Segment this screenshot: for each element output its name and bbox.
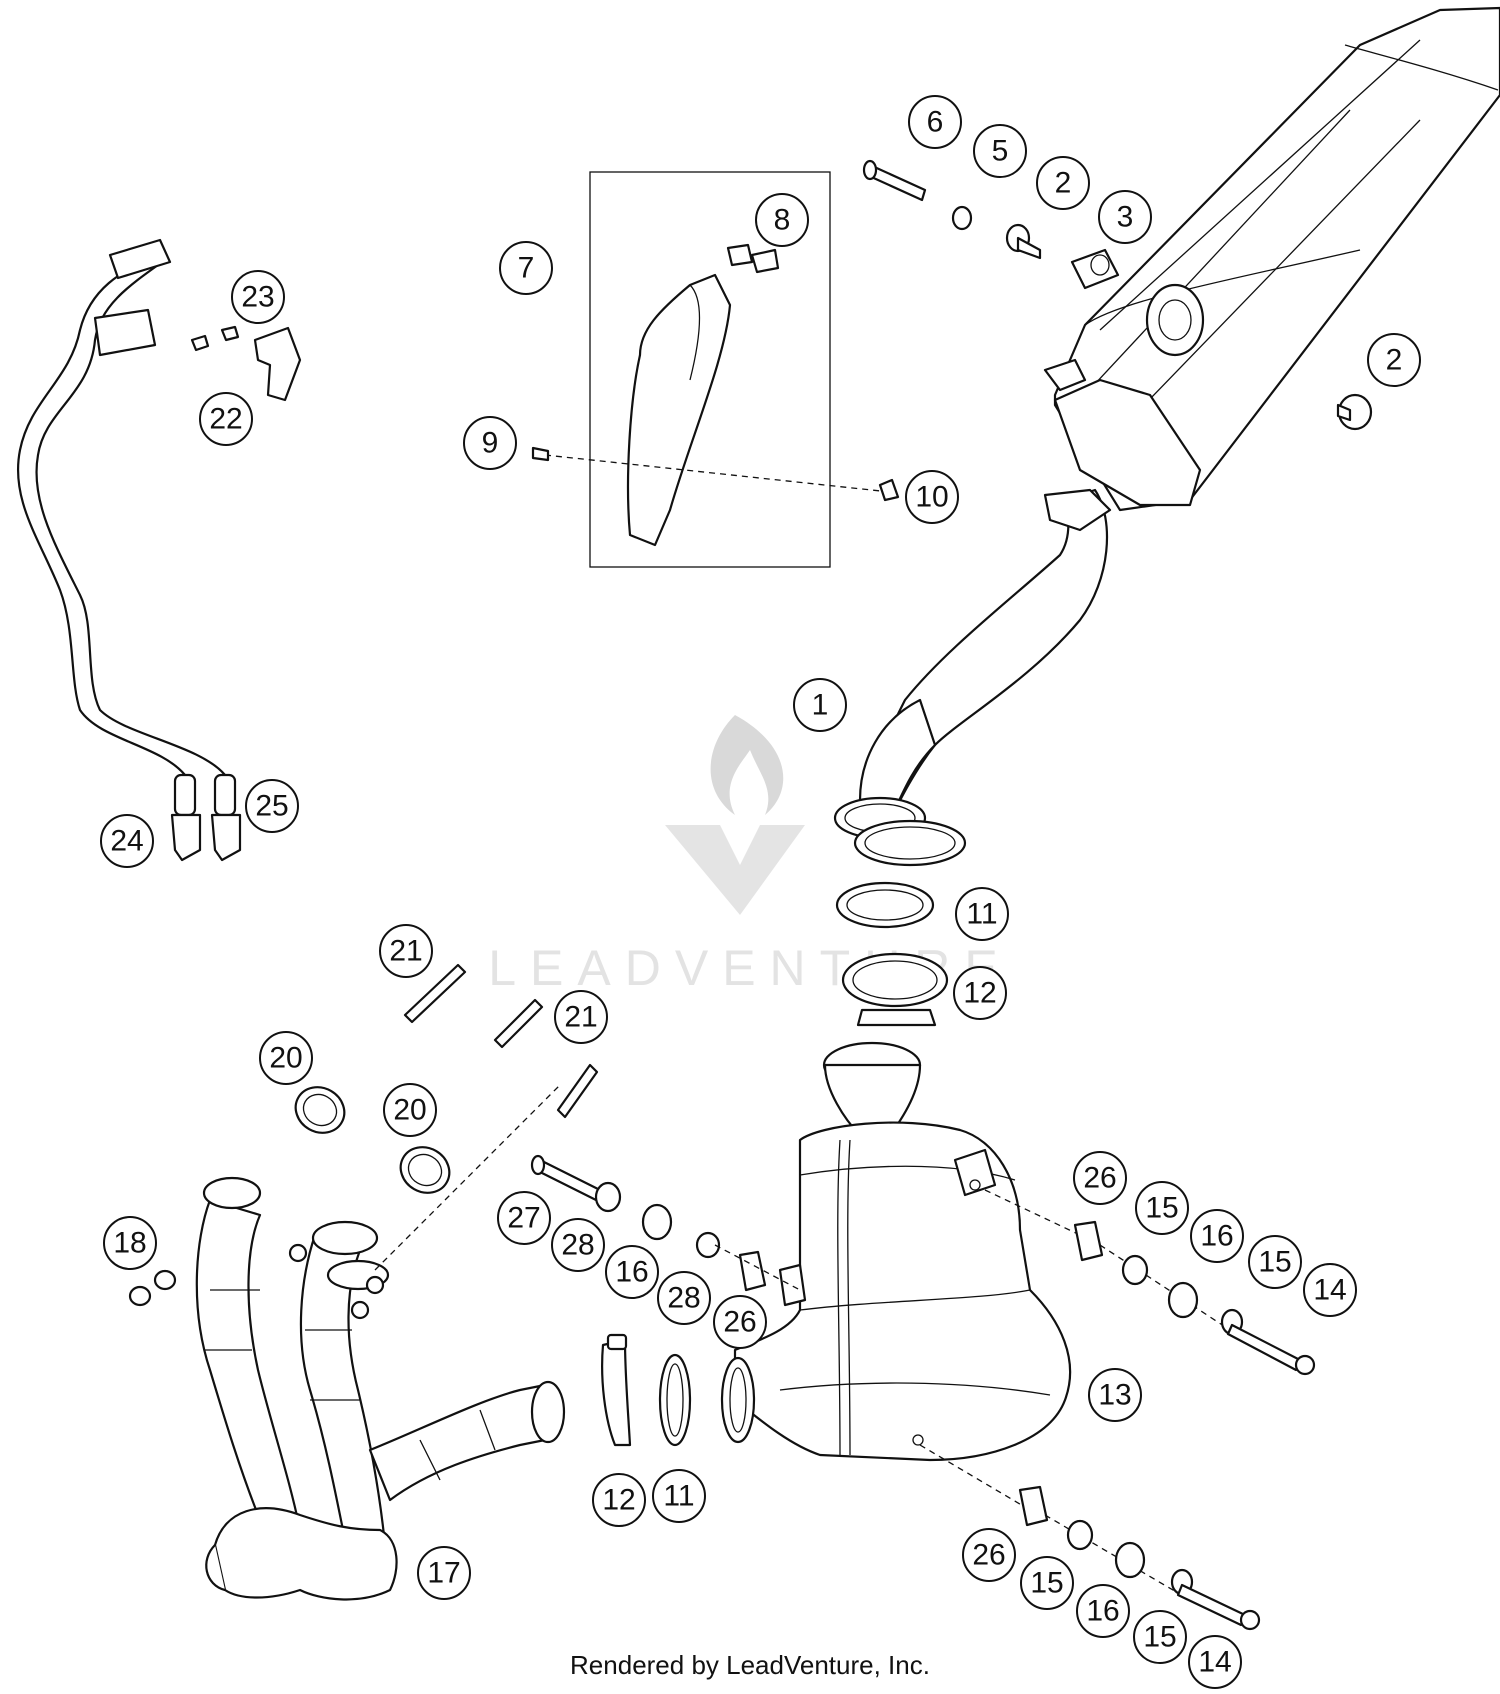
render-credit: Rendered by LeadVenture, Inc. xyxy=(570,1650,930,1680)
callout-2: 2 xyxy=(1036,156,1090,210)
svg-text:9: 9 xyxy=(482,427,499,460)
callout-10: 10 xyxy=(905,470,959,524)
svg-text:24: 24 xyxy=(110,825,143,858)
callout-17: 17 xyxy=(417,1546,471,1600)
exhaust-studs xyxy=(403,963,599,1119)
callout-21: 21 xyxy=(554,990,608,1044)
callout-20: 20 xyxy=(259,1031,313,1085)
svg-text:16: 16 xyxy=(615,1256,648,1289)
lower-clamp-and-seal xyxy=(601,1333,692,1447)
svg-text:12: 12 xyxy=(963,977,996,1010)
callout-6: 6 xyxy=(908,95,962,149)
svg-text:22: 22 xyxy=(209,403,242,436)
header-nuts xyxy=(128,1269,177,1307)
svg-text:26: 26 xyxy=(1083,1162,1116,1195)
callout-9: 9 xyxy=(463,416,517,470)
callout-15: 15 xyxy=(1135,1181,1189,1235)
callout-26: 26 xyxy=(962,1528,1016,1582)
svg-text:21: 21 xyxy=(389,935,422,968)
svg-text:13: 13 xyxy=(1098,1379,1131,1412)
svg-text:8: 8 xyxy=(774,204,791,237)
svg-text:15: 15 xyxy=(1145,1192,1178,1225)
callout-26: 26 xyxy=(713,1295,767,1349)
callout-16: 16 xyxy=(605,1245,659,1299)
callout-14: 14 xyxy=(1303,1263,1357,1317)
svg-text:2: 2 xyxy=(1386,344,1403,377)
exhaust-gaskets xyxy=(294,1086,451,1194)
svg-text:26: 26 xyxy=(972,1539,1005,1572)
heat-shield-kit xyxy=(531,171,900,568)
callout-13: 13 xyxy=(1088,1368,1142,1422)
callout-27: 27 xyxy=(497,1191,551,1245)
upper-seal-and-clamp xyxy=(835,881,949,1027)
callout-15: 15 xyxy=(1020,1556,1074,1610)
callout-16: 16 xyxy=(1190,1209,1244,1263)
svg-text:1: 1 xyxy=(812,689,829,722)
callout-16: 16 xyxy=(1076,1584,1130,1638)
callout-28: 28 xyxy=(657,1271,711,1325)
callout-18: 18 xyxy=(103,1216,157,1270)
muffler-mount-bolt-stack xyxy=(862,159,1373,431)
svg-text:5: 5 xyxy=(992,135,1009,168)
svg-text:20: 20 xyxy=(269,1042,302,1075)
callout-2: 2 xyxy=(1367,333,1421,387)
svg-text:27: 27 xyxy=(507,1202,540,1235)
svg-text:28: 28 xyxy=(561,1229,594,1262)
lower-right-mount-hardware xyxy=(919,1444,1261,1631)
svg-text:10: 10 xyxy=(915,481,948,514)
svg-text:15: 15 xyxy=(1030,1567,1063,1600)
callout-15: 15 xyxy=(1133,1610,1187,1664)
callout-24: 24 xyxy=(100,814,154,868)
svg-text:25: 25 xyxy=(255,790,288,823)
oxygen-sensor-harness xyxy=(16,238,302,862)
svg-text:15: 15 xyxy=(1143,1621,1176,1654)
callout-5: 5 xyxy=(973,124,1027,178)
svg-text:21: 21 xyxy=(564,1001,597,1034)
svg-text:11: 11 xyxy=(966,898,997,931)
svg-text:6: 6 xyxy=(927,106,944,139)
callout-7: 7 xyxy=(499,241,553,295)
svg-text:14: 14 xyxy=(1313,1274,1346,1307)
svg-text:18: 18 xyxy=(113,1227,146,1260)
upper-right-mount-hardware xyxy=(984,1189,1316,1376)
callout-25: 25 xyxy=(245,779,299,833)
svg-text:26: 26 xyxy=(723,1306,756,1339)
callout-14: 14 xyxy=(1188,1635,1242,1689)
svg-text:11: 11 xyxy=(663,1480,694,1513)
svg-text:12: 12 xyxy=(602,1484,635,1517)
callout-26: 26 xyxy=(1073,1151,1127,1205)
muffler-silencer xyxy=(833,6,1500,867)
svg-text:28: 28 xyxy=(667,1282,700,1315)
callout-1: 1 xyxy=(793,678,847,732)
callout-15: 15 xyxy=(1248,1235,1302,1289)
callout-11: 11 xyxy=(652,1469,706,1523)
svg-text:16: 16 xyxy=(1200,1220,1233,1253)
svg-text:15: 15 xyxy=(1258,1246,1291,1279)
callout-28: 28 xyxy=(551,1218,605,1272)
left-mount-hardware xyxy=(530,1154,801,1292)
svg-text:14: 14 xyxy=(1198,1646,1231,1679)
callout-23: 23 xyxy=(231,270,285,324)
callout-12: 12 xyxy=(953,966,1007,1020)
callout-12: 12 xyxy=(592,1473,646,1527)
callout-8: 8 xyxy=(755,193,809,247)
callout-11: 11 xyxy=(955,887,1009,941)
svg-text:23: 23 xyxy=(241,281,274,314)
callout-21: 21 xyxy=(379,924,433,978)
callout-3: 3 xyxy=(1098,190,1152,244)
exhaust-headers xyxy=(195,1084,566,1601)
svg-text:7: 7 xyxy=(518,252,535,285)
svg-text:20: 20 xyxy=(393,1094,426,1127)
callout-22: 22 xyxy=(199,392,253,446)
pre-muffler-catalyst xyxy=(720,1041,1072,1462)
svg-text:2: 2 xyxy=(1055,167,1072,200)
svg-text:3: 3 xyxy=(1117,201,1134,234)
svg-text:16: 16 xyxy=(1086,1595,1119,1628)
callout-20: 20 xyxy=(383,1083,437,1137)
svg-text:17: 17 xyxy=(427,1557,460,1590)
